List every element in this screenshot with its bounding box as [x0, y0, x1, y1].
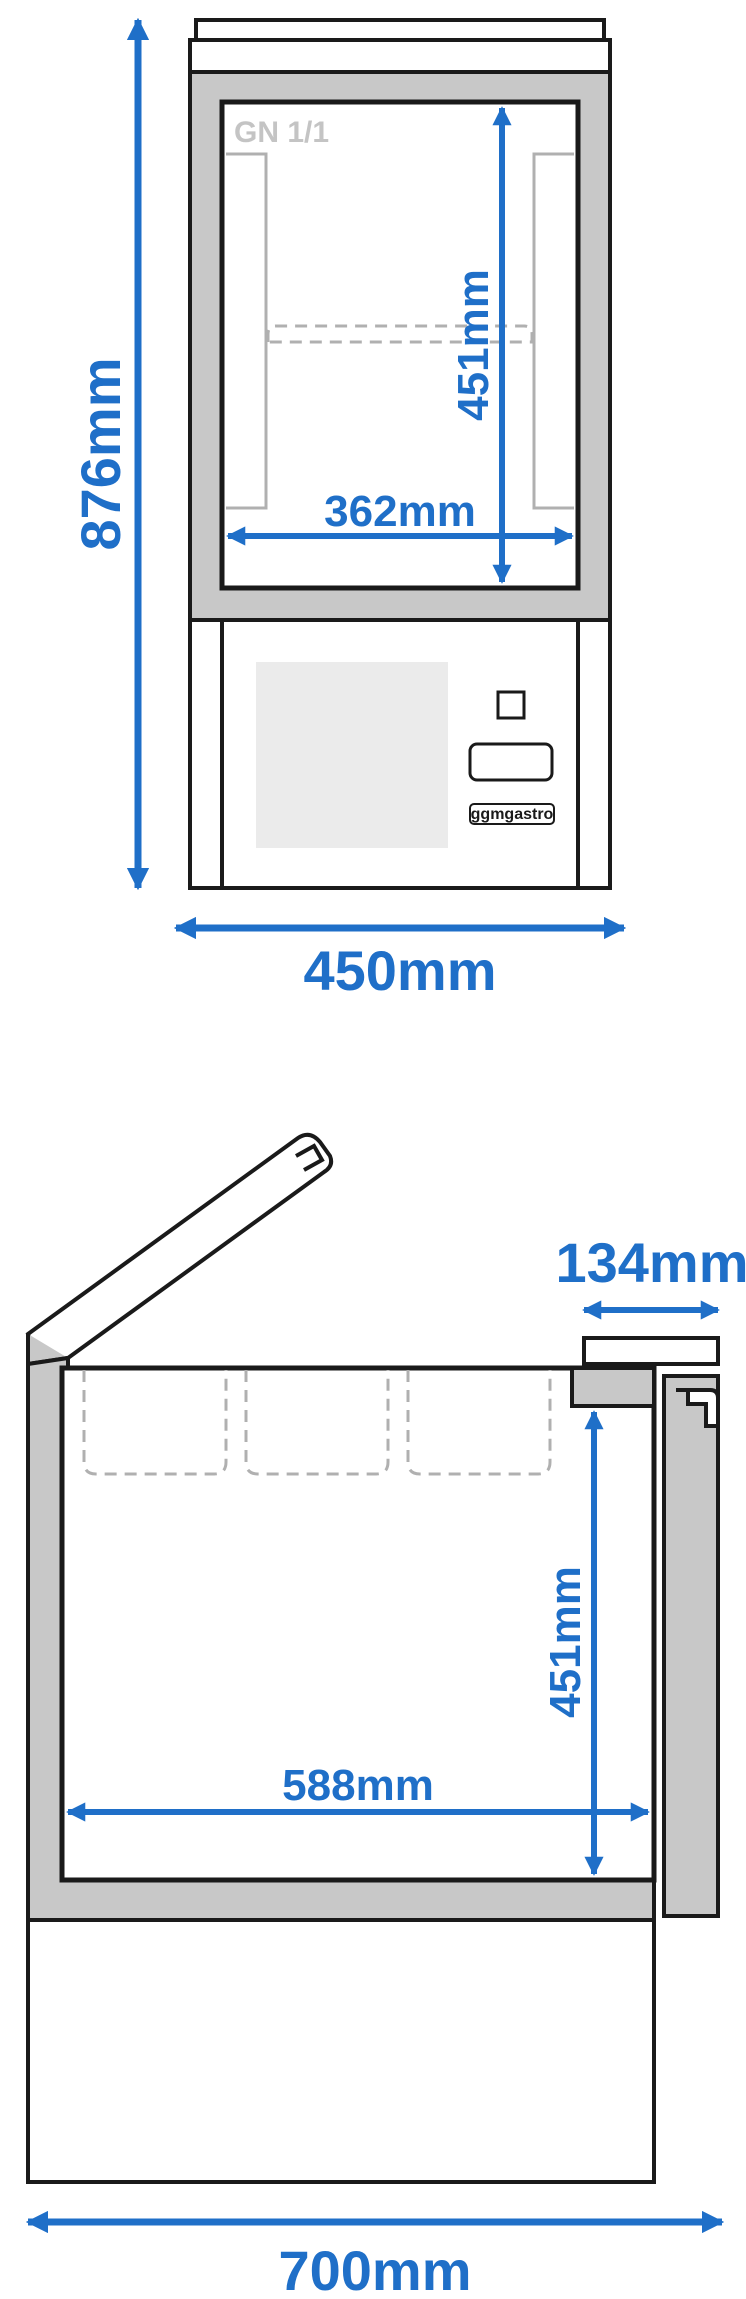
front-cabinet-right-inner	[576, 618, 612, 890]
width-dimension-label: 450mm	[303, 939, 496, 1002]
side-lid	[25, 1132, 334, 1367]
front-inner-compartment	[219, 99, 581, 591]
brand-label: ggmgastro	[471, 806, 554, 823]
front-lid	[194, 18, 606, 42]
front-pan-right	[532, 152, 574, 510]
front-cabinet-left-inner	[188, 618, 224, 890]
side-pan-2	[244, 1370, 390, 1476]
gn-label: GN 1/1	[234, 116, 329, 149]
side-inner-compartment	[59, 1365, 657, 1883]
side-pan-1	[82, 1370, 228, 1476]
side-ledge-block	[570, 1366, 656, 1408]
side-top-ledge	[582, 1336, 720, 1366]
inner-depth-label: 451mm	[449, 269, 498, 421]
side-inner-depth-label: 451mm	[541, 1566, 590, 1718]
front-view: GN 1/1 ggmgastro 876mm 450mm 362mm 451mm	[69, 17, 627, 1002]
front-lid-base	[188, 38, 612, 74]
inner-length-label: 588mm	[282, 1761, 434, 1810]
front-pan-left	[226, 152, 268, 510]
top-depth-label: 134mm	[555, 1231, 746, 1294]
inner-width-label: 362mm	[324, 487, 476, 536]
side-pan-3	[406, 1370, 552, 1476]
length-dimension-label: 700mm	[278, 2239, 471, 2299]
height-dimension-label: 876mm	[69, 357, 132, 550]
brand-badge	[469, 803, 555, 825]
side-door-panel	[662, 1374, 720, 1918]
side-door-handle	[676, 1388, 720, 1428]
control-screen	[256, 662, 448, 848]
control-display	[468, 742, 554, 782]
side-view: 134mm 588mm 451mm 700mm	[25, 1132, 746, 2299]
side-lid-handle	[295, 1143, 325, 1172]
side-base	[26, 1918, 656, 2184]
front-pan-dashed	[266, 324, 534, 344]
control-indicator	[496, 690, 526, 720]
